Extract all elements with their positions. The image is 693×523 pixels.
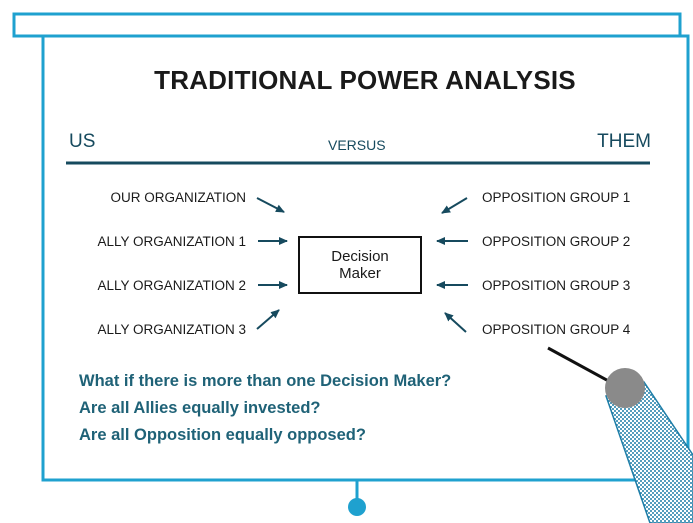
them-heading: THEM	[597, 131, 651, 152]
decision-maker-label: Decision Maker	[331, 248, 389, 282]
them-item-opposition-4: OPPOSITION GROUP 4	[482, 322, 631, 337]
us-item-ally-2: ALLY ORGANIZATION 2	[97, 278, 246, 293]
them-item-opposition-1: OPPOSITION GROUP 1	[482, 190, 631, 205]
versus-label: VERSUS	[328, 137, 386, 153]
screen-roller-bar	[12, 12, 682, 38]
us-item-our-organization: OUR ORGANIZATION	[110, 190, 246, 205]
them-arrows	[436, 197, 468, 333]
them-item-opposition-2: OPPOSITION GROUP 2	[482, 234, 631, 249]
us-heading: US	[69, 131, 96, 152]
us-item-ally-3: ALLY ORGANIZATION 3	[97, 322, 246, 337]
question-multiple-decision-makers: What if there is more than one Decision …	[79, 372, 452, 390]
decision-maker-box: Decision Maker	[298, 236, 422, 294]
pointer-stick-icon	[547, 346, 693, 523]
them-item-opposition-3: OPPOSITION GROUP 3	[482, 278, 631, 293]
question-opposition-opposed: Are all Opposition equally opposed?	[79, 426, 366, 444]
question-allies-invested: Are all Allies equally invested?	[79, 399, 321, 417]
us-arrows	[256, 197, 288, 330]
page-title: TRADITIONAL POWER ANALYSIS	[154, 65, 576, 95]
us-item-ally-1: ALLY ORGANIZATION 1	[97, 234, 246, 249]
pull-cord-knob	[348, 498, 366, 516]
